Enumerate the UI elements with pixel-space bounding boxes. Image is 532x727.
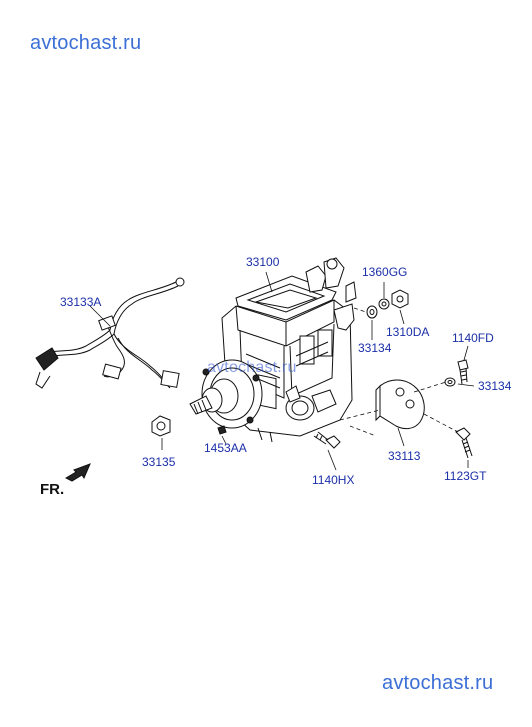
washer-33134-right <box>444 377 456 387</box>
label-1360GG: 1360GG <box>362 265 407 279</box>
washer-33134-upper <box>366 305 378 319</box>
front-direction-indicator: FR. <box>40 463 91 498</box>
bracket-33113 <box>375 379 425 430</box>
key-1453AA <box>217 425 227 435</box>
label-33100: 33100 <box>246 255 280 269</box>
wire-harness <box>35 277 185 389</box>
label-1140FD: 1140FD <box>452 331 494 345</box>
label-33113: 33113 <box>388 449 421 463</box>
bolt-1140HX <box>313 431 341 449</box>
label-1310DA: 1310DA <box>386 325 429 339</box>
nut-1310DA <box>391 289 409 309</box>
label-1123GT: 1123GT <box>444 469 487 483</box>
bolt-1140FD <box>457 359 469 385</box>
fr-arrow-icon <box>64 463 91 482</box>
label-33134-right: 33134 <box>478 379 512 393</box>
injection-pump <box>189 257 357 443</box>
label-1140HX: 1140HX <box>312 473 354 487</box>
watermark-top: avtochast.ru <box>30 32 142 54</box>
label-1453AA: 1453AA <box>204 441 247 455</box>
washer-1360GG <box>378 298 390 310</box>
nut-33135 <box>151 415 171 437</box>
bolt-1123GT <box>455 427 473 459</box>
leader-lines <box>89 271 475 471</box>
label-33134-upper: 33134 <box>358 341 392 355</box>
watermark-bottom: avtochast.ru <box>382 672 494 694</box>
label-33133A: 33133A <box>60 295 101 309</box>
label-33135: 33135 <box>142 455 176 469</box>
fr-label: FR. <box>40 481 64 498</box>
watermark-center: avtochast.ru <box>207 359 297 376</box>
